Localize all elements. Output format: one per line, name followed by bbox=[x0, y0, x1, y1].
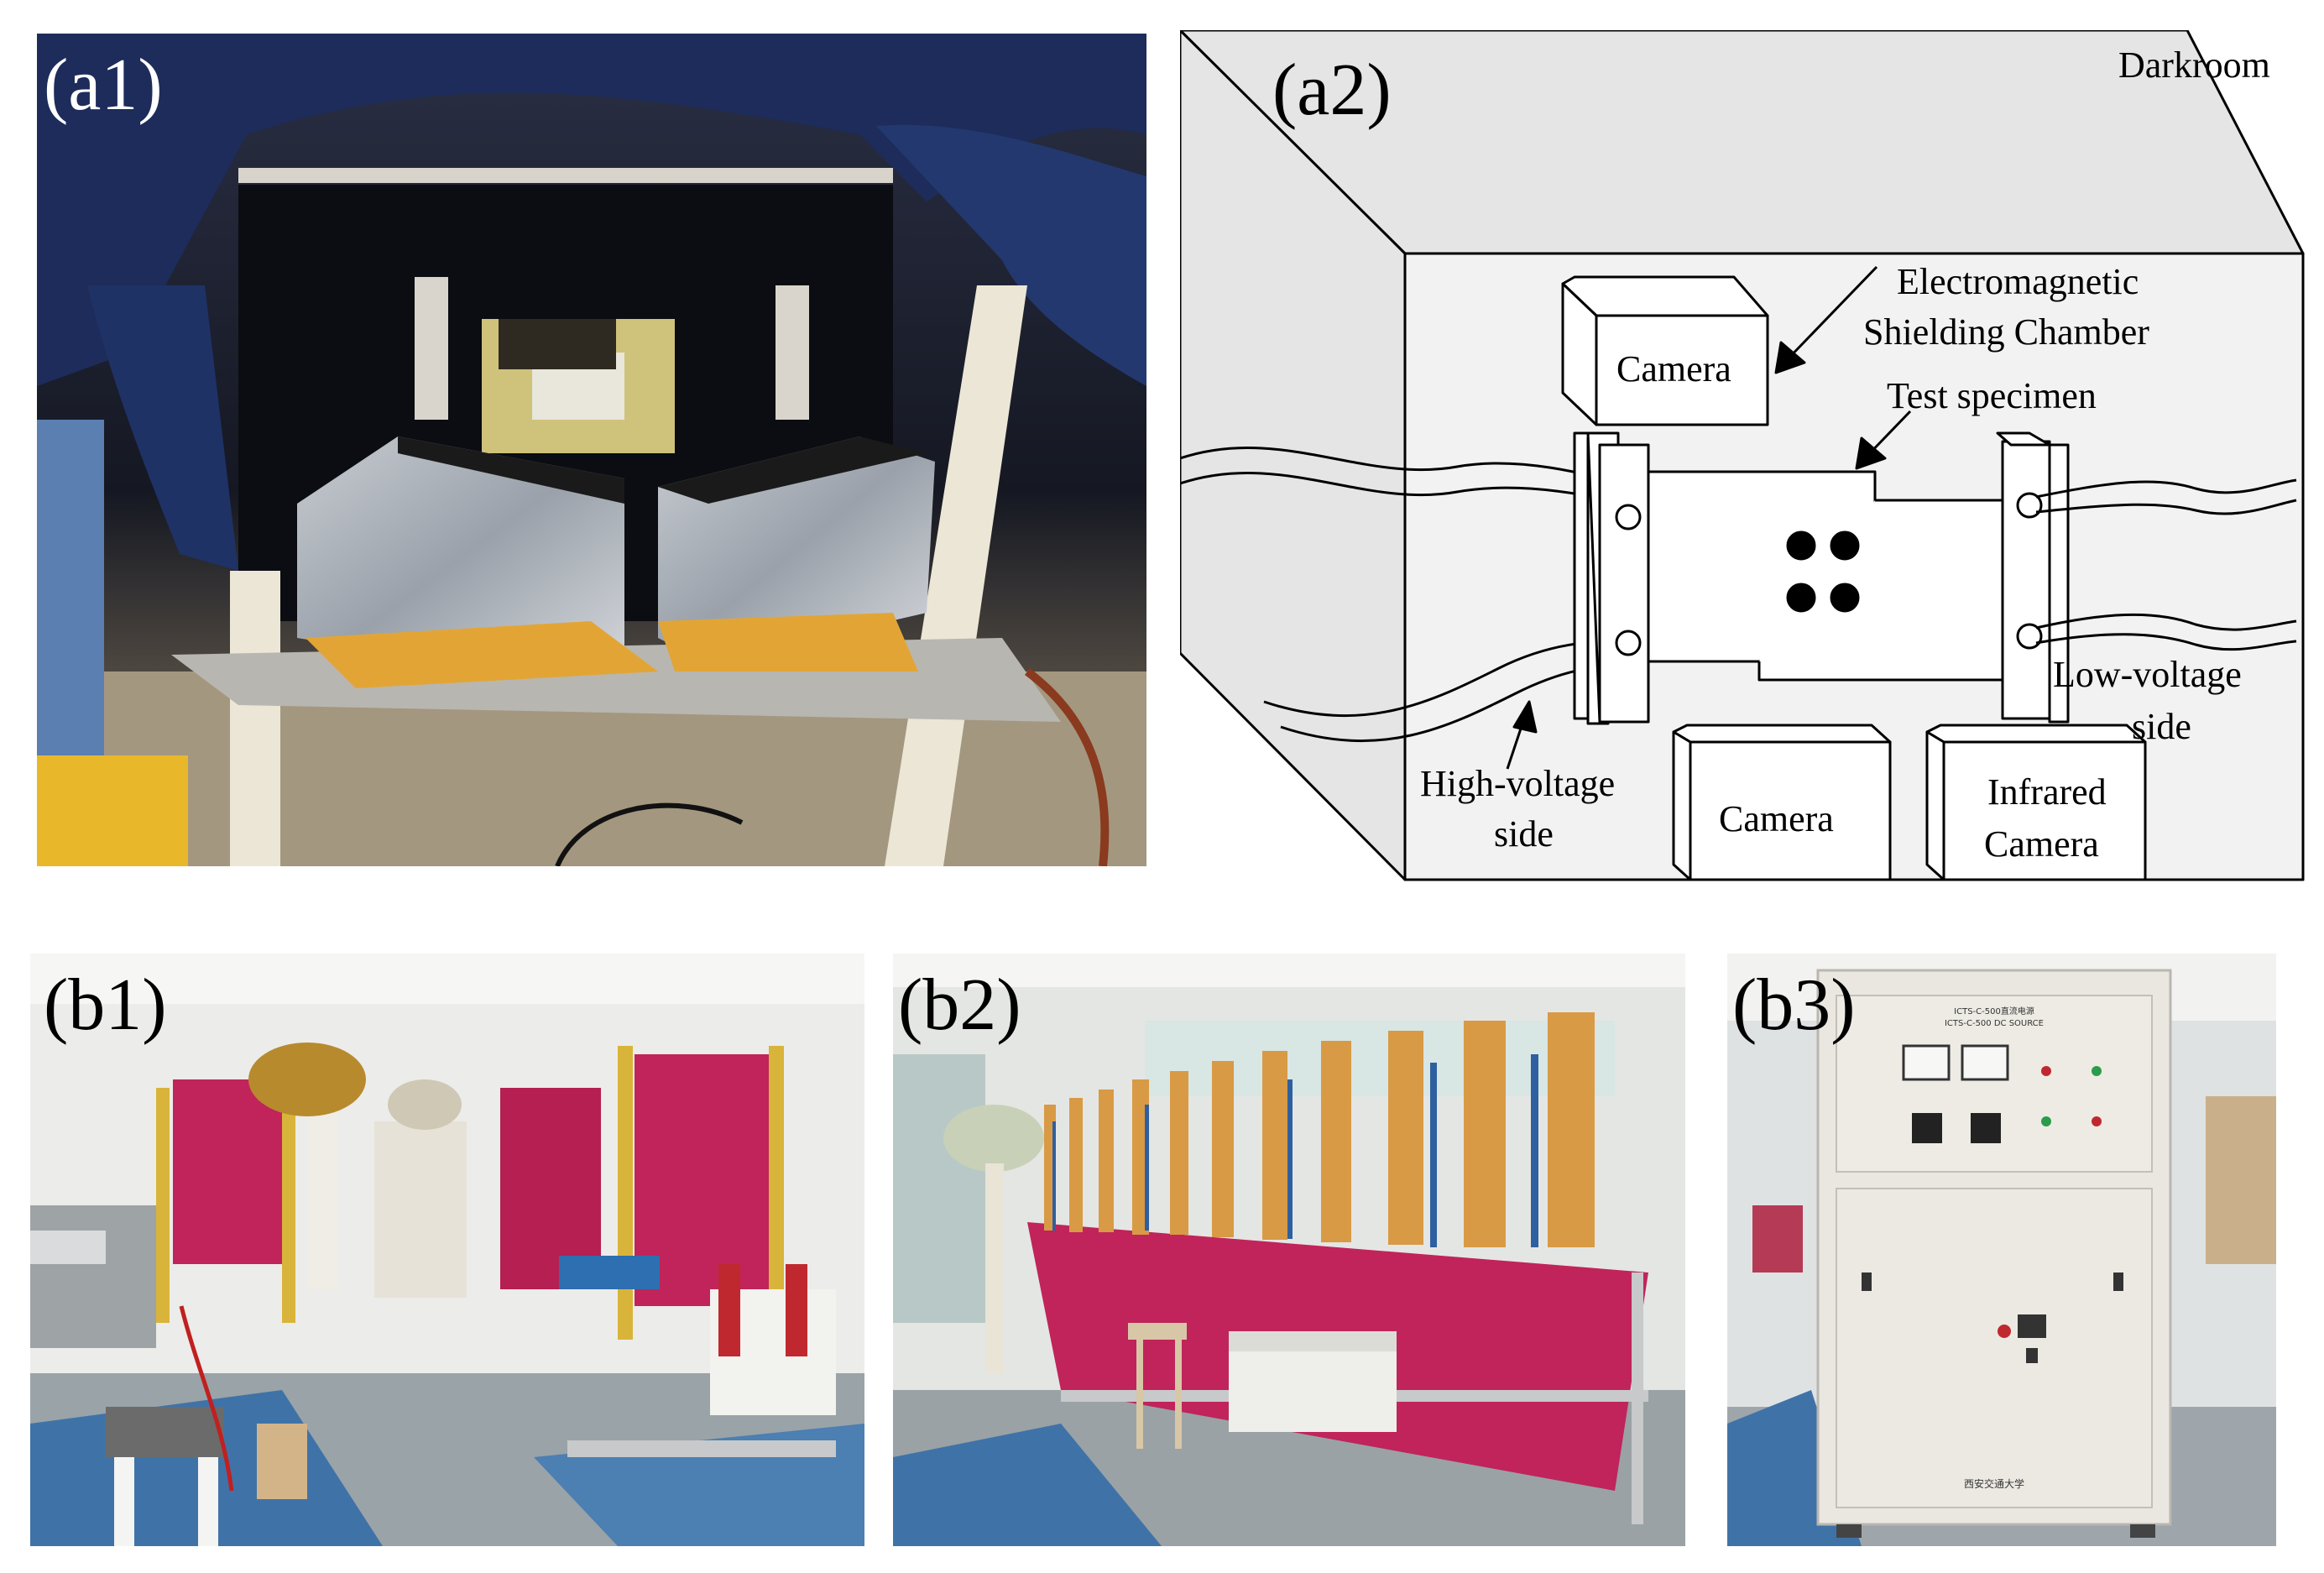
device-maker-label: 西安交通大学 bbox=[1964, 1477, 2024, 1490]
photo-b1-hv-test-system: (b1) bbox=[30, 954, 864, 1546]
label-high-voltage-line1: High-voltage bbox=[1420, 763, 1615, 804]
photo-b2-image bbox=[893, 954, 1685, 1546]
photo-a1-shielding-chamber: (a1) bbox=[37, 34, 1146, 866]
diagram-a2-darkroom-setup: Darkroom Camera Electromagnetic Shieldin… bbox=[1180, 30, 2310, 883]
label-darkroom: Darkroom bbox=[2118, 44, 2270, 86]
photo-a1-image bbox=[37, 34, 1146, 866]
panel-label-b3: (b3) bbox=[1732, 964, 1856, 1046]
panel-label-b2: (b2) bbox=[898, 964, 1021, 1046]
device-title-line1: ICTS-C-500直流电源 bbox=[1954, 1006, 2034, 1016]
panel-label-b1: (b1) bbox=[44, 964, 167, 1046]
label-shielding-line1: Electromagnetic bbox=[1897, 261, 2139, 302]
device-title-line2: ICTS-C-500 DC SOURCE bbox=[1945, 1019, 2044, 1028]
panel-label-a2: (a2) bbox=[1272, 50, 1392, 131]
label-camera-top: Camera bbox=[1616, 348, 1731, 389]
label-high-voltage-line2: side bbox=[1494, 813, 1554, 854]
panel-label-a1: (a1) bbox=[44, 44, 163, 126]
darkroom-schematic: Darkroom Camera Electromagnetic Shieldin… bbox=[1180, 30, 2305, 881]
photo-b1-image bbox=[30, 954, 864, 1546]
label-shielding-line2: Shielding Chamber bbox=[1863, 311, 2149, 353]
label-infrared-line2: Camera bbox=[1984, 823, 2099, 865]
label-test-specimen: Test specimen bbox=[1887, 375, 2097, 416]
label-low-voltage-line2: side bbox=[2132, 706, 2191, 747]
photo-b2-impulse-generator: (b2) bbox=[893, 954, 1685, 1546]
photo-b3-dc-source: ICTS-C-500直流电源 ICTS-C-500 DC SOURCE 西安交通… bbox=[1727, 954, 2276, 1546]
label-low-voltage-line1: Low-voltage bbox=[2053, 654, 2242, 695]
label-camera-bottom: Camera bbox=[1719, 798, 1834, 839]
label-infrared-line1: Infrared bbox=[1987, 771, 2107, 813]
photo-b3-image: ICTS-C-500直流电源 ICTS-C-500 DC SOURCE 西安交通… bbox=[1727, 954, 2276, 1546]
